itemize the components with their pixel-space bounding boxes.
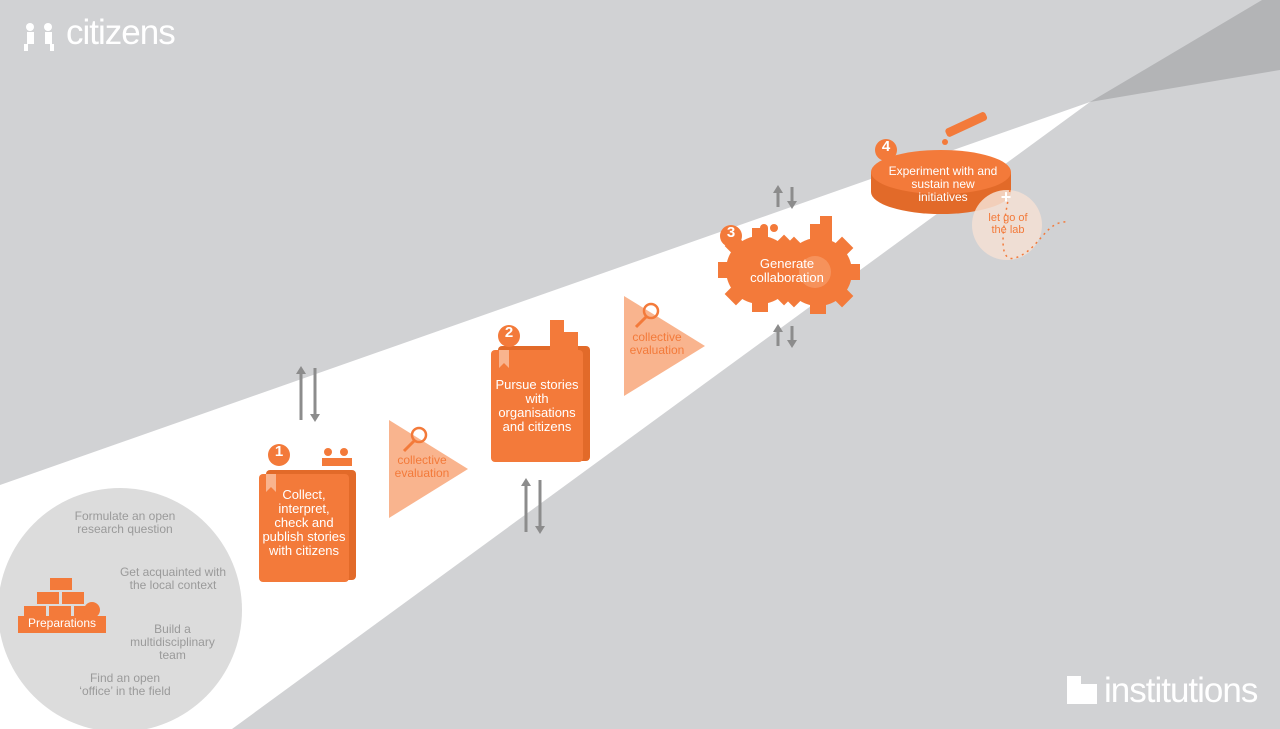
citizens-label: citizens — [66, 13, 176, 52]
evaluation-triangle-2 — [624, 296, 705, 396]
plus-icon: + — [1000, 187, 1012, 207]
step-4-text: Experiment with and sustain new initiati… — [888, 164, 998, 204]
book-1-icon — [259, 444, 356, 582]
step-1-text: Collect, interpret, check and publish st… — [262, 487, 346, 559]
exit-text: let go of the lab — [988, 212, 1028, 236]
preparations-circle — [0, 488, 242, 729]
prep-item-1: Formulate an open research question — [74, 509, 176, 536]
exit-circle — [972, 190, 1042, 260]
step-3-number: 3 — [726, 224, 736, 241]
step-3-text: Generate collaboration — [750, 256, 824, 286]
step-2-text: Pursue stories with organisations and ci… — [495, 377, 579, 435]
petri-dish-icon — [871, 112, 1011, 214]
magnifier-icon — [410, 426, 428, 444]
citizens-icon — [24, 23, 54, 51]
institutions-label: institutions — [1104, 671, 1258, 710]
step-2-number: 2 — [504, 324, 514, 341]
evaluation-1-text: collective evaluation — [394, 453, 450, 480]
evaluation-2-text: collective evaluation — [629, 330, 685, 357]
institutions-icon — [1067, 676, 1097, 704]
preparations-badge: Preparations — [27, 616, 97, 630]
upper-wedge — [1090, 0, 1280, 102]
prep-item-4: Find an open ‘office’ in the field — [79, 671, 171, 698]
prep-item-2: Get acquainted with the local context — [119, 565, 227, 592]
step-4-number: 4 — [881, 138, 891, 155]
step-1-number: 1 — [274, 443, 284, 460]
gold-bars-icon — [18, 578, 106, 633]
gears-icon — [718, 216, 860, 314]
prep-item-3: Build a multidisciplinary team — [130, 622, 215, 662]
book-2-icon — [491, 320, 590, 462]
